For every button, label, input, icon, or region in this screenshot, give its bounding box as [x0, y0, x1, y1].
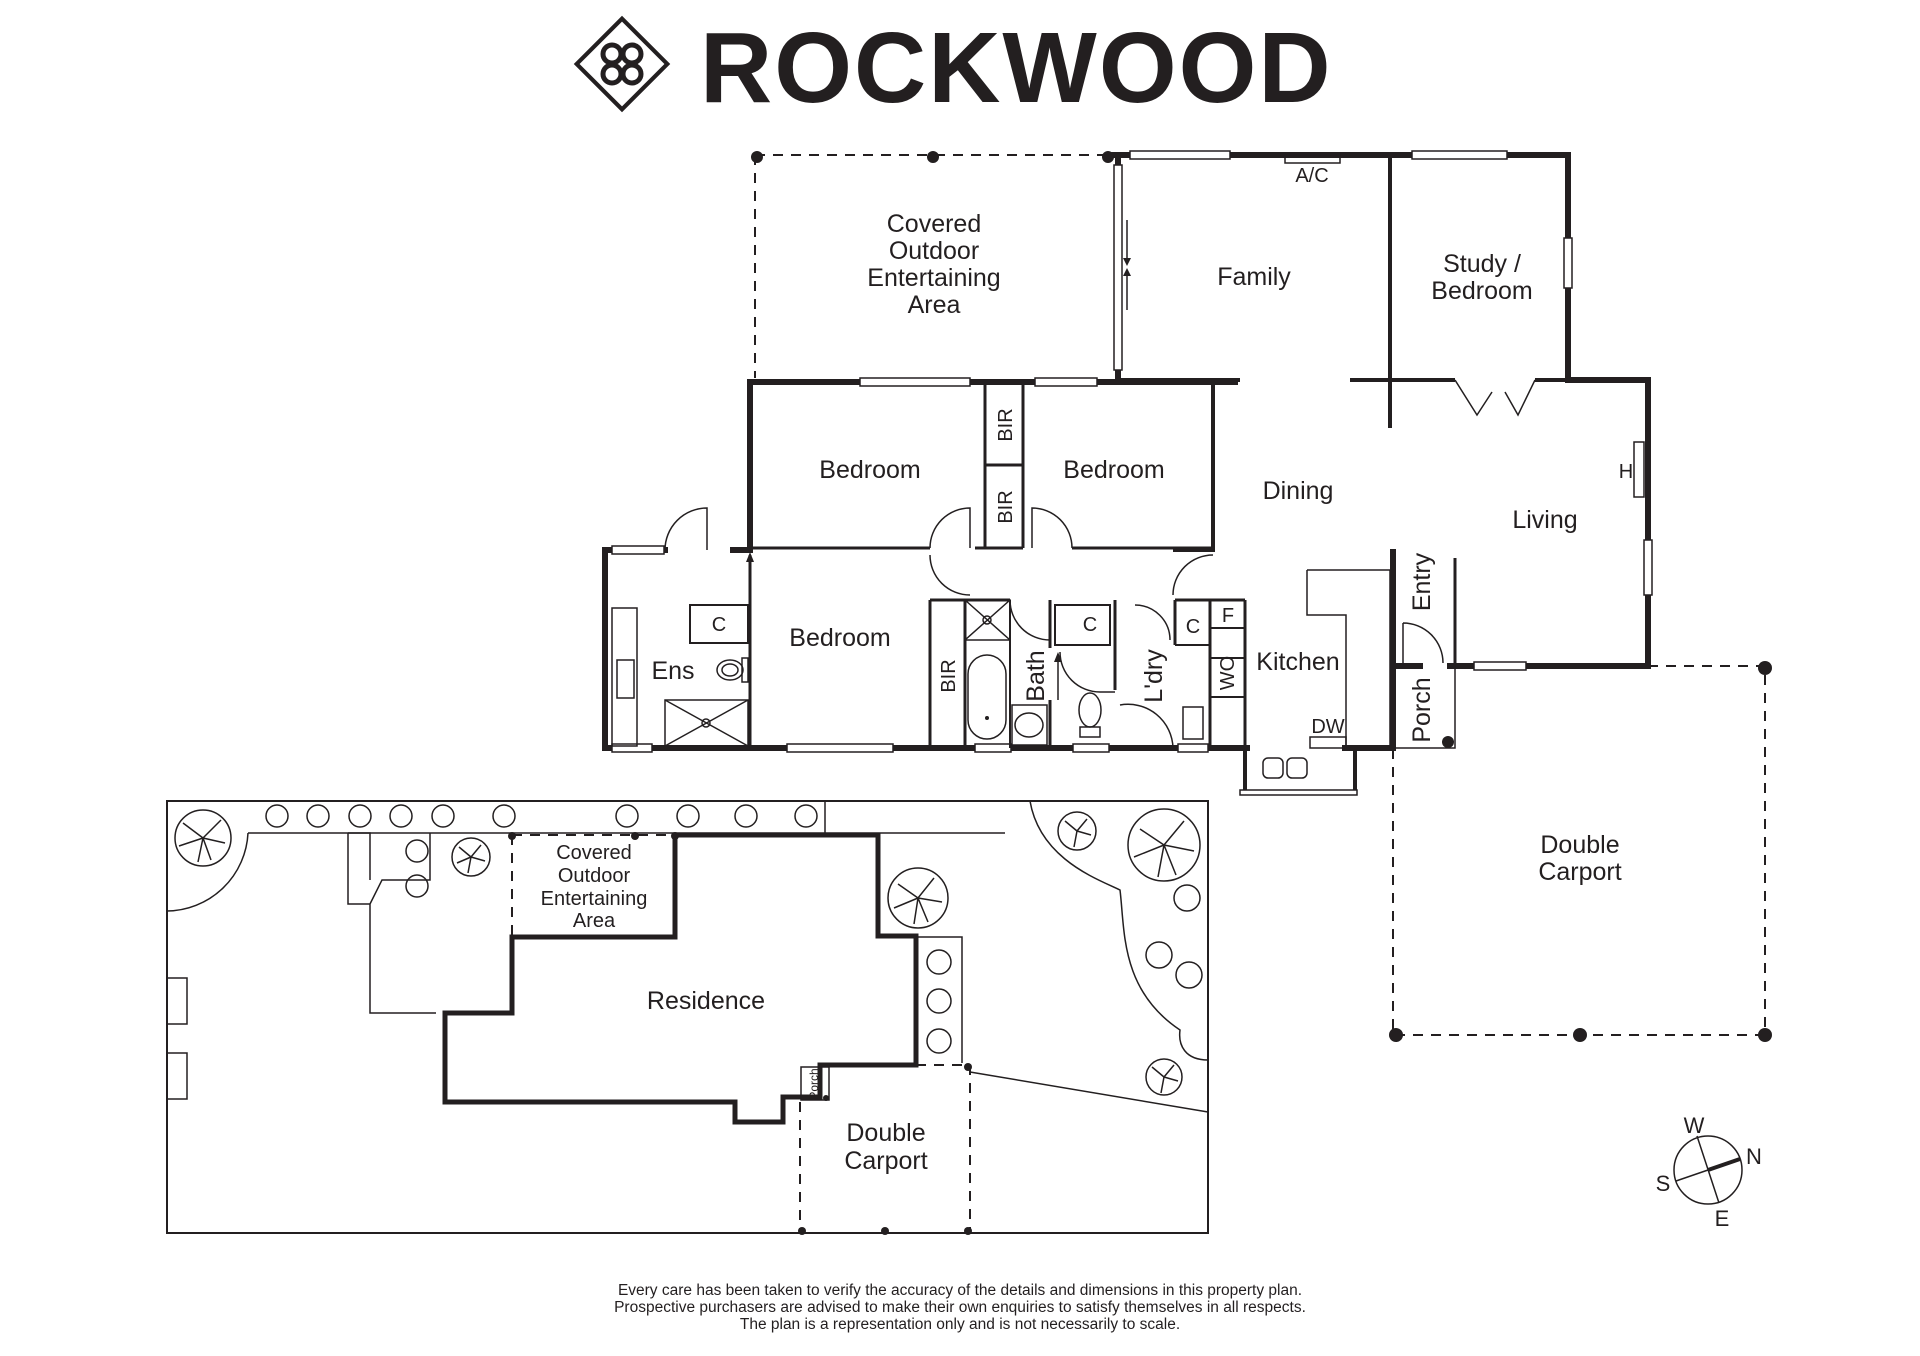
label-kitchen: Kitchen [1256, 648, 1339, 676]
disclaimer-line: Prospective purchasers are advised to ma… [614, 1299, 1306, 1316]
label-dining: Dining [1263, 477, 1334, 505]
compass-icon: W N S E [1656, 1113, 1762, 1231]
svg-text:Entertaining: Entertaining [867, 264, 1000, 292]
label-study: Study / [1443, 250, 1521, 278]
disclaimer-line: Every care has been taken to verify the … [617, 1282, 1303, 1299]
site-label-covered-outdoor-3: Entertaining [541, 888, 648, 910]
compass-west: W [1684, 1113, 1705, 1138]
label-bedroom-left: Bedroom [819, 456, 920, 484]
rockwood-logo: ROCKWOOD [573, 12, 1333, 124]
svg-text:Covered: Covered [887, 210, 982, 238]
label-carport-2: Carport [1538, 858, 1621, 886]
brand-name: ROCKWOOD [700, 12, 1333, 124]
compass-east: E [1715, 1206, 1730, 1231]
compass-north: N [1746, 1144, 1762, 1169]
label-porch: Porch [1408, 677, 1436, 742]
disclaimer: Every care has been taken to verify the … [460, 1282, 1460, 1333]
label-heater: H [1619, 461, 1633, 483]
floor-plan: Covered Outdoor Entertaining Area Family… [602, 150, 1772, 1042]
label-family: Family [1217, 263, 1291, 291]
label-bedroom-main: Bedroom [789, 624, 890, 652]
label-bir-main: BIR [938, 659, 960, 692]
compass-south: S [1656, 1171, 1671, 1196]
label-bir-top: BIR [995, 408, 1017, 441]
svg-text:Area: Area [908, 291, 961, 319]
site-label-covered-outdoor-4: Area [573, 910, 616, 932]
site-label-covered-outdoor-2: Outdoor [558, 865, 631, 887]
label-bir-bottom: BIR [995, 490, 1017, 523]
label-entry: Entry [1408, 552, 1436, 611]
label-covered-outdoor: Covered Outdoor Entertaining Area [867, 210, 1000, 319]
label-ensuite-cupboard: C [712, 614, 726, 636]
site-plan: Covered Outdoor Entertaining Area Reside… [166, 800, 1209, 1235]
label-wo: WO [1217, 656, 1239, 690]
label-dw: DW [1311, 716, 1344, 738]
label-living: Living [1512, 506, 1577, 534]
site-label-porch: Porch [807, 1068, 821, 1099]
site-label-covered-outdoor: Covered [556, 842, 632, 864]
label-bath-cupboard: C [1083, 614, 1097, 636]
label-bedroom-right: Bedroom [1063, 456, 1164, 484]
label-carport: Double [1540, 831, 1619, 859]
site-label-residence: Residence [647, 987, 765, 1015]
label-fridge: F [1222, 605, 1234, 627]
site-label-carport: Double [846, 1119, 925, 1147]
label-ensuite: Ens [651, 657, 694, 685]
site-label-carport-2: Carport [844, 1147, 927, 1175]
svg-text:Outdoor: Outdoor [889, 237, 979, 265]
label-study-2: Bedroom [1431, 277, 1532, 305]
label-laundry-cupboard: C [1186, 616, 1200, 638]
disclaimer-line: The plan is a representation only and is… [739, 1316, 1181, 1333]
logo-mark-icon [573, 15, 671, 113]
label-laundry: L'dry [1140, 649, 1168, 703]
tree-icons [174, 804, 1203, 1096]
carport-area [1389, 661, 1772, 1042]
label-bath: Bath [1022, 650, 1050, 701]
label-ac: A/C [1295, 165, 1328, 187]
